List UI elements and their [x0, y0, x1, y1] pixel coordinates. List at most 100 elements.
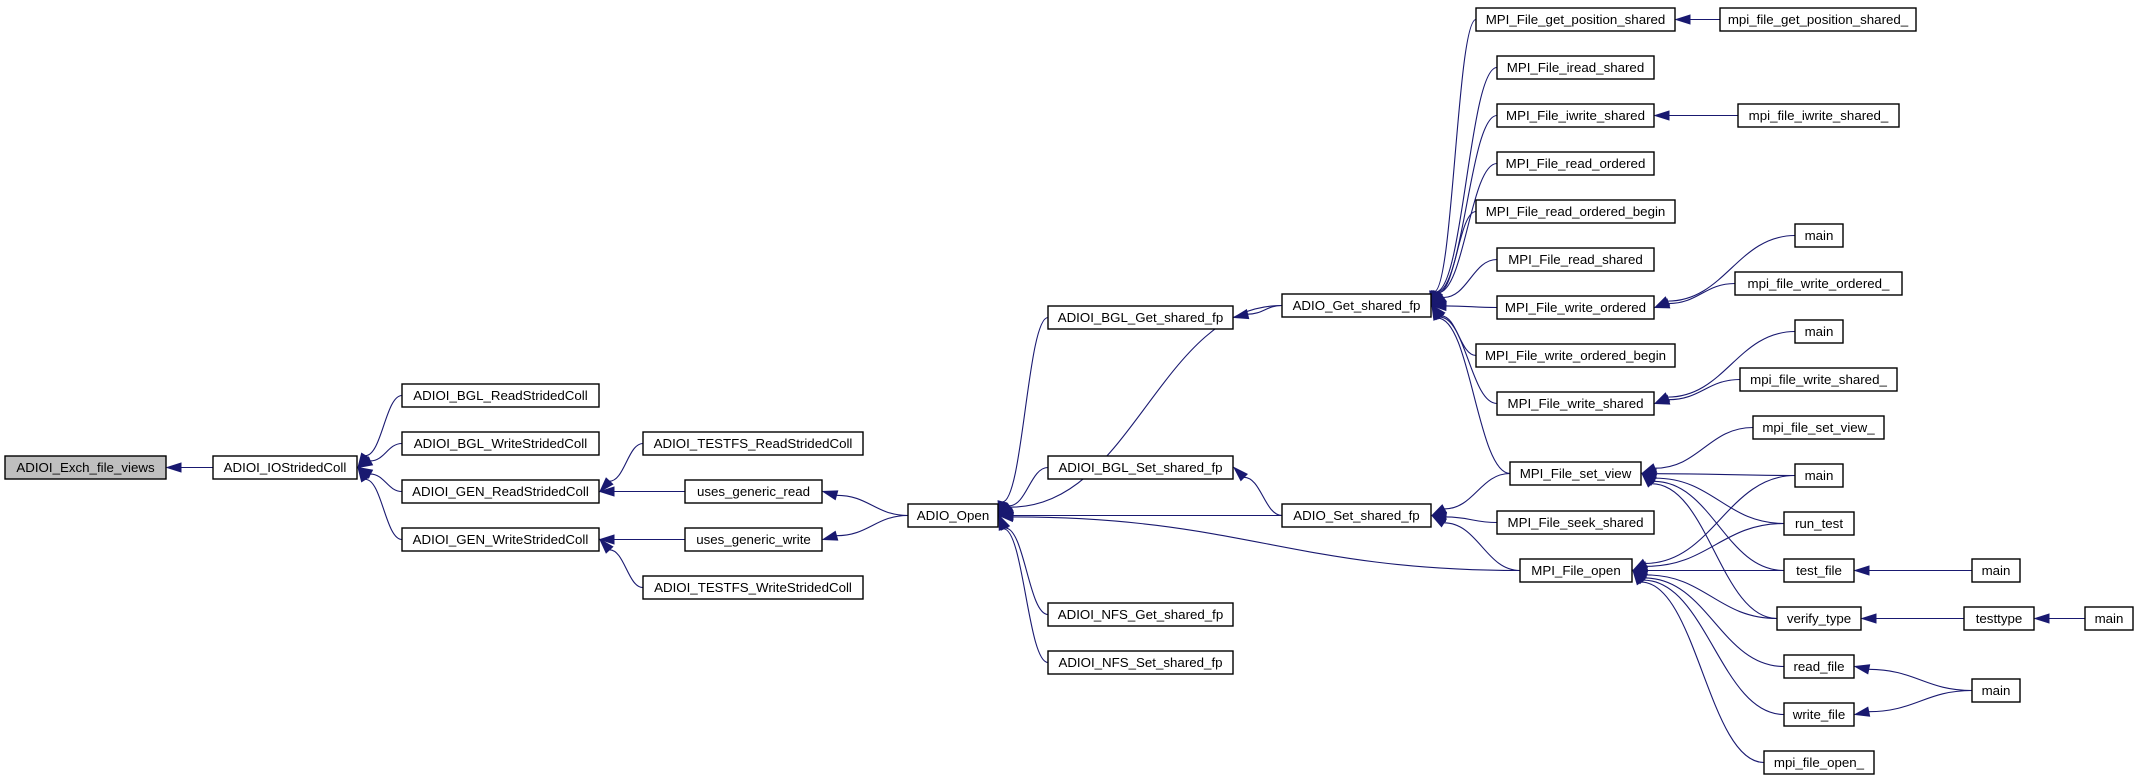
- edge-line: [365, 478, 403, 541]
- edge-line: [1436, 114, 1498, 293]
- node-box: [684, 479, 823, 504]
- edge-adioi-bgl-readstridedcoll-to-adioi-iostridedcoll: [357, 394, 403, 469]
- edge-mpi-file-write-ordered-to-mpi-file-write-ordered: [1653, 282, 1736, 309]
- edge-read-file-to-mpi-file-open: [1631, 569, 1785, 668]
- node-mpi-file-read-shared[interactable]: MPI_File_read_shared: [1496, 247, 1655, 272]
- node-mpi-file-iwrite-shared[interactable]: mpi_file_iwrite_shared_: [1737, 103, 1900, 128]
- arrowhead-icon: [1430, 514, 1448, 528]
- node-box: [1496, 151, 1655, 176]
- node-main[interactable]: main: [1971, 558, 2021, 583]
- arrowhead-icon: [2033, 613, 2050, 624]
- arrowhead-icon: [998, 513, 1009, 531]
- edge-line: [1009, 466, 1049, 507]
- edge-line: [1653, 480, 1785, 572]
- node-adioi-bgl-get-shared-fp[interactable]: ADIOI_BGL_Get_shared_fp: [1047, 305, 1234, 330]
- node-box: [4, 455, 167, 480]
- node-mpi-file-open[interactable]: mpi_file_open_: [1763, 750, 1875, 775]
- edge-adioi-testfs-writestridedcoll-to-adioi-gen-writestridedcoll: [598, 538, 644, 589]
- node-run-test[interactable]: run_test: [1783, 511, 1855, 536]
- arrowhead-icon: [1640, 472, 1656, 488]
- node-adioi-testfs-readstridedcoll[interactable]: ADIOI_TESTFS_ReadStridedColl: [642, 431, 864, 456]
- node-main[interactable]: main: [2084, 606, 2134, 631]
- node-adio-get-shared-fp[interactable]: ADIO_Get_shared_fp: [1281, 293, 1432, 318]
- node-box: [642, 431, 864, 456]
- arrowhead-icon: [1430, 300, 1447, 312]
- edge-mpi-file-read-shared-to-adio-get-shared-fp: [1430, 258, 1498, 307]
- node-main[interactable]: main: [1794, 463, 1844, 488]
- node-mpi-file-read-ordered[interactable]: MPI_File_read_ordered: [1496, 151, 1655, 176]
- node-write-file[interactable]: write_file: [1783, 702, 1855, 727]
- node-label: main: [2095, 611, 2124, 626]
- node-mpi-file-iread-shared[interactable]: MPI_File_iread_shared: [1496, 55, 1655, 80]
- node-label: uses_generic_read: [697, 484, 810, 499]
- edge-line: [1651, 483, 1778, 620]
- node-adio-set-shared-fp[interactable]: ADIO_Set_shared_fp: [1281, 503, 1432, 528]
- node-box: [401, 431, 600, 456]
- edge-line: [370, 473, 403, 493]
- node-main[interactable]: main: [1971, 678, 2021, 703]
- edge-adioi-bgl-writestridedcoll-to-adioi-iostridedcoll: [356, 442, 403, 469]
- node-read-file[interactable]: read_file: [1783, 654, 1855, 679]
- node-mpi-file-get-position-shared[interactable]: MPI_File_get_position_shared: [1475, 7, 1676, 32]
- node-box: [1794, 463, 1844, 488]
- node-label: mpi_file_iwrite_shared_: [1749, 108, 1889, 123]
- node-mpi-file-read-ordered-begin[interactable]: MPI_File_read_ordered_begin: [1475, 199, 1676, 224]
- node-mpi-file-iwrite-shared[interactable]: MPI_File_iwrite_shared: [1496, 103, 1655, 128]
- node-label: main: [1982, 683, 2011, 698]
- edge-line: [1243, 476, 1283, 517]
- node-mpi-file-write-ordered[interactable]: mpi_file_write_ordered_: [1734, 271, 1903, 296]
- node-adioi-bgl-writestridedcoll[interactable]: ADIOI_BGL_WriteStridedColl: [401, 431, 600, 456]
- node-label: mpi_file_open_: [1774, 755, 1865, 770]
- edge-run-test-to-mpi-file-open: [1631, 522, 1785, 572]
- node-label: MPI_File_read_shared: [1508, 252, 1643, 267]
- node-label: ADIOI_BGL_Get_shared_fp: [1058, 310, 1224, 325]
- edge-line: [1012, 516, 1521, 572]
- edge-main-to-write-file: [1853, 689, 1973, 717]
- node-test-file[interactable]: test_file: [1783, 558, 1855, 583]
- node-box: [1496, 295, 1655, 320]
- node-label: ADIOI_NFS_Set_shared_fp: [1058, 655, 1222, 670]
- node-adioi-testfs-writestridedcoll[interactable]: ADIOI_TESTFS_WriteStridedColl: [642, 575, 864, 600]
- node-adioi-bgl-readstridedcoll[interactable]: ADIOI_BGL_ReadStridedColl: [401, 383, 600, 408]
- node-mpi-file-get-position-shared[interactable]: mpi_file_get_position_shared_: [1719, 7, 1917, 32]
- node-adioi-bgl-set-shared-fp[interactable]: ADIOI_BGL_Set_shared_fp: [1047, 455, 1234, 480]
- node-adioi-nfs-set-shared-fp[interactable]: ADIOI_NFS_Set_shared_fp: [1047, 650, 1234, 675]
- edge-mpi-file-set-view-to-adio-get-shared-fp: [1431, 304, 1511, 475]
- edge-mpi-file-open-to-adio-open: [997, 511, 1521, 572]
- edge-line: [1868, 668, 1973, 692]
- arrowhead-icon: [1632, 569, 1646, 586]
- node-box: [1047, 602, 1234, 627]
- edge-adio-get-shared-fp-to-adioi-bgl-get-shared-fp: [1232, 304, 1283, 320]
- node-mpi-file-write-shared[interactable]: mpi_file_write_shared_: [1739, 367, 1898, 392]
- node-testtype[interactable]: testtype: [1963, 606, 2035, 631]
- edge-line: [1644, 577, 1785, 668]
- edge-mpi-file-get-position-shared-to-mpi-file-get-position-shared: [1674, 14, 1720, 25]
- node-box: [1496, 247, 1655, 272]
- node-uses-generic-read[interactable]: uses_generic_read: [684, 479, 823, 504]
- node-mpi-file-write-ordered[interactable]: MPI_File_write_ordered: [1496, 295, 1655, 320]
- node-verify-type[interactable]: verify_type: [1776, 606, 1862, 631]
- edge-line: [1646, 574, 1778, 620]
- node-uses-generic-write[interactable]: uses_generic_write: [684, 527, 823, 552]
- node-label: MPI_File_open: [1531, 563, 1620, 578]
- node-adioi-iostridedcoll[interactable]: ADIOI_IOStridedColl: [212, 455, 358, 480]
- node-adioi-nfs-get-shared-fp[interactable]: ADIOI_NFS_Get_shared_fp: [1047, 602, 1234, 627]
- node-main[interactable]: main: [1794, 319, 1844, 344]
- node-mpi-file-set-view[interactable]: MPI_File_set_view: [1509, 461, 1642, 486]
- node-box: [1763, 750, 1875, 775]
- node-mpi-file-write-ordered-begin[interactable]: MPI_File_write_ordered_begin: [1475, 343, 1676, 368]
- node-main[interactable]: main: [1794, 223, 1844, 248]
- node-box: [1047, 650, 1234, 675]
- node-label: MPI_File_write_shared: [1508, 396, 1644, 411]
- node-mpi-file-write-shared[interactable]: MPI_File_write_shared: [1496, 391, 1655, 416]
- node-adioi-exch-file-views[interactable]: ADIOI_Exch_file_views: [4, 455, 167, 480]
- node-adio-open[interactable]: ADIO_Open: [907, 503, 999, 528]
- node-adioi-gen-readstridedcoll[interactable]: ADIOI_GEN_ReadStridedColl: [401, 479, 600, 504]
- node-mpi-file-set-view[interactable]: mpi_file_set_view_: [1752, 415, 1885, 440]
- edge-line: [1439, 316, 1498, 405]
- node-adioi-gen-writestridedcoll[interactable]: ADIOI_GEN_WriteStridedColl: [401, 527, 600, 552]
- node-box: [1281, 503, 1432, 528]
- node-mpi-file-seek-shared[interactable]: MPI_File_seek_shared: [1496, 510, 1655, 535]
- edge-verify-type-to-mpi-file-set-view: [1640, 472, 1778, 620]
- node-mpi-file-open[interactable]: MPI_File_open: [1519, 558, 1633, 583]
